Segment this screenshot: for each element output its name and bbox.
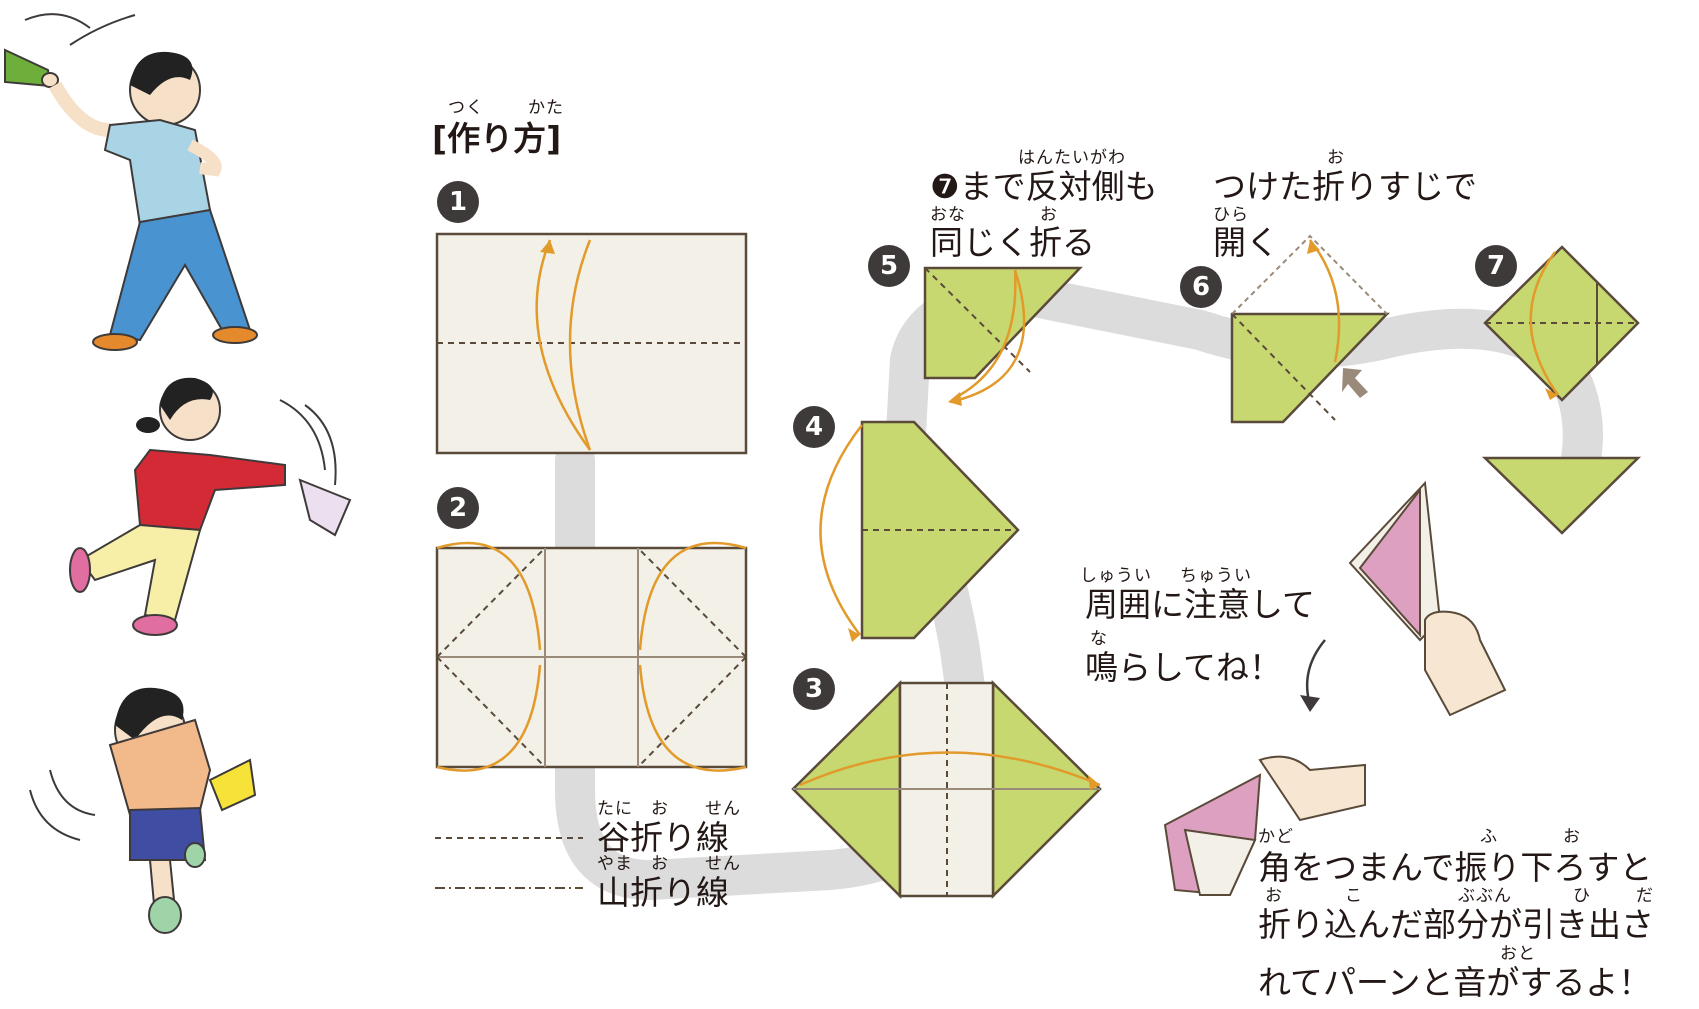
title-ruby-tsuku: つく	[448, 98, 484, 118]
hand-swinging-paper-popper	[1163, 755, 1366, 897]
final-line2-ruby-ko: こ	[1345, 886, 1363, 906]
step-number-7: 7	[1475, 245, 1517, 287]
final-line1: 角をつまんで振り下ろすと	[1258, 848, 1653, 887]
caution-line1-ruby-chuui: ちゅうい	[1180, 566, 1252, 586]
legend-valley-fold-label: 谷折り線	[597, 818, 729, 857]
step-number-3: 3	[793, 668, 835, 710]
caution-line1: 周囲に注意して	[1085, 585, 1316, 624]
legend-valley-ruby-o: お	[651, 799, 669, 819]
girl-throwing-illustration	[69, 377, 352, 636]
step-number-4: 4	[793, 406, 835, 448]
press-arrow-icon	[1342, 368, 1368, 398]
legend-valley-ruby-tani: たに	[597, 799, 633, 819]
title-ruby-kata: かた	[528, 98, 564, 118]
final-line1-ruby-kado: かど	[1258, 827, 1294, 847]
step-3-diagram	[791, 680, 1102, 900]
step-number-1: 1	[437, 181, 479, 223]
final-line2-ruby-o: お	[1265, 886, 1283, 906]
step5-note-line1-ruby: はんたいがわ	[1018, 148, 1126, 168]
curved-down-arrow-icon	[1305, 639, 1326, 706]
step-7-diagram	[1481, 245, 1642, 535]
step-7-result-triangle	[1481, 456, 1642, 535]
step6-note-line1-ruby: お	[1327, 148, 1345, 168]
boy-throwing-illustration	[4, 13, 258, 351]
curved-down-arrow-head	[1300, 695, 1320, 712]
legend-mountain-fold-label: 山折り線	[597, 873, 729, 912]
final-line3-ruby-oto: おと	[1500, 944, 1536, 964]
step-number-5: 5	[868, 245, 910, 287]
step6-note-line2: 開く	[1213, 223, 1279, 262]
hand-holding-folded-paper	[1348, 480, 1507, 717]
step-2-diagram	[435, 541, 748, 772]
legend-mountain-ruby-yama: やま	[597, 854, 633, 874]
caution-line2: 鳴らしてね！	[1085, 648, 1283, 687]
final-line3: れてパーンと音がするよ！	[1258, 963, 1652, 1002]
legend-valley-ruby-sen: せん	[705, 799, 741, 819]
final-line2: 折り込んだ部分が引き出さ	[1258, 905, 1654, 944]
step-5-diagram	[923, 266, 1083, 406]
step6-note-line1: つけた折りすじで	[1213, 167, 1477, 206]
step-1-diagram	[435, 232, 748, 455]
step-6-diagram	[1230, 234, 1390, 424]
step-number-6: 6	[1180, 266, 1222, 308]
final-line1-ruby-fu: ふ	[1480, 827, 1498, 847]
step5-note-line2: 同じく折る	[930, 223, 1095, 262]
final-line2-ruby-hi: ひ	[1573, 886, 1591, 906]
step-number-2: 2	[437, 487, 479, 529]
final-line2-ruby-bubun: ぶぶん	[1458, 886, 1512, 906]
step6-note-line2-ruby: ひら	[1213, 205, 1249, 225]
caution-line1-ruby-shuui: しゅうい	[1080, 566, 1152, 586]
step-4-diagram	[819, 420, 1020, 642]
final-line2-ruby-da: だ	[1636, 886, 1654, 906]
step5-note-line2-ruby-onaji: おな	[930, 205, 966, 225]
legend-mountain-ruby-sen: せん	[705, 854, 741, 874]
step5-note-line2-ruby-o: お	[1040, 205, 1058, 225]
legend-mountain-ruby-o: お	[651, 854, 669, 874]
final-line1-ruby-o: お	[1563, 827, 1581, 847]
page-title: [作り方]	[432, 119, 562, 158]
step5-note-line1: ❼まで反対側も	[930, 167, 1158, 206]
boy-swinging-illustration	[29, 687, 257, 934]
caution-line2-ruby: な	[1090, 629, 1108, 649]
